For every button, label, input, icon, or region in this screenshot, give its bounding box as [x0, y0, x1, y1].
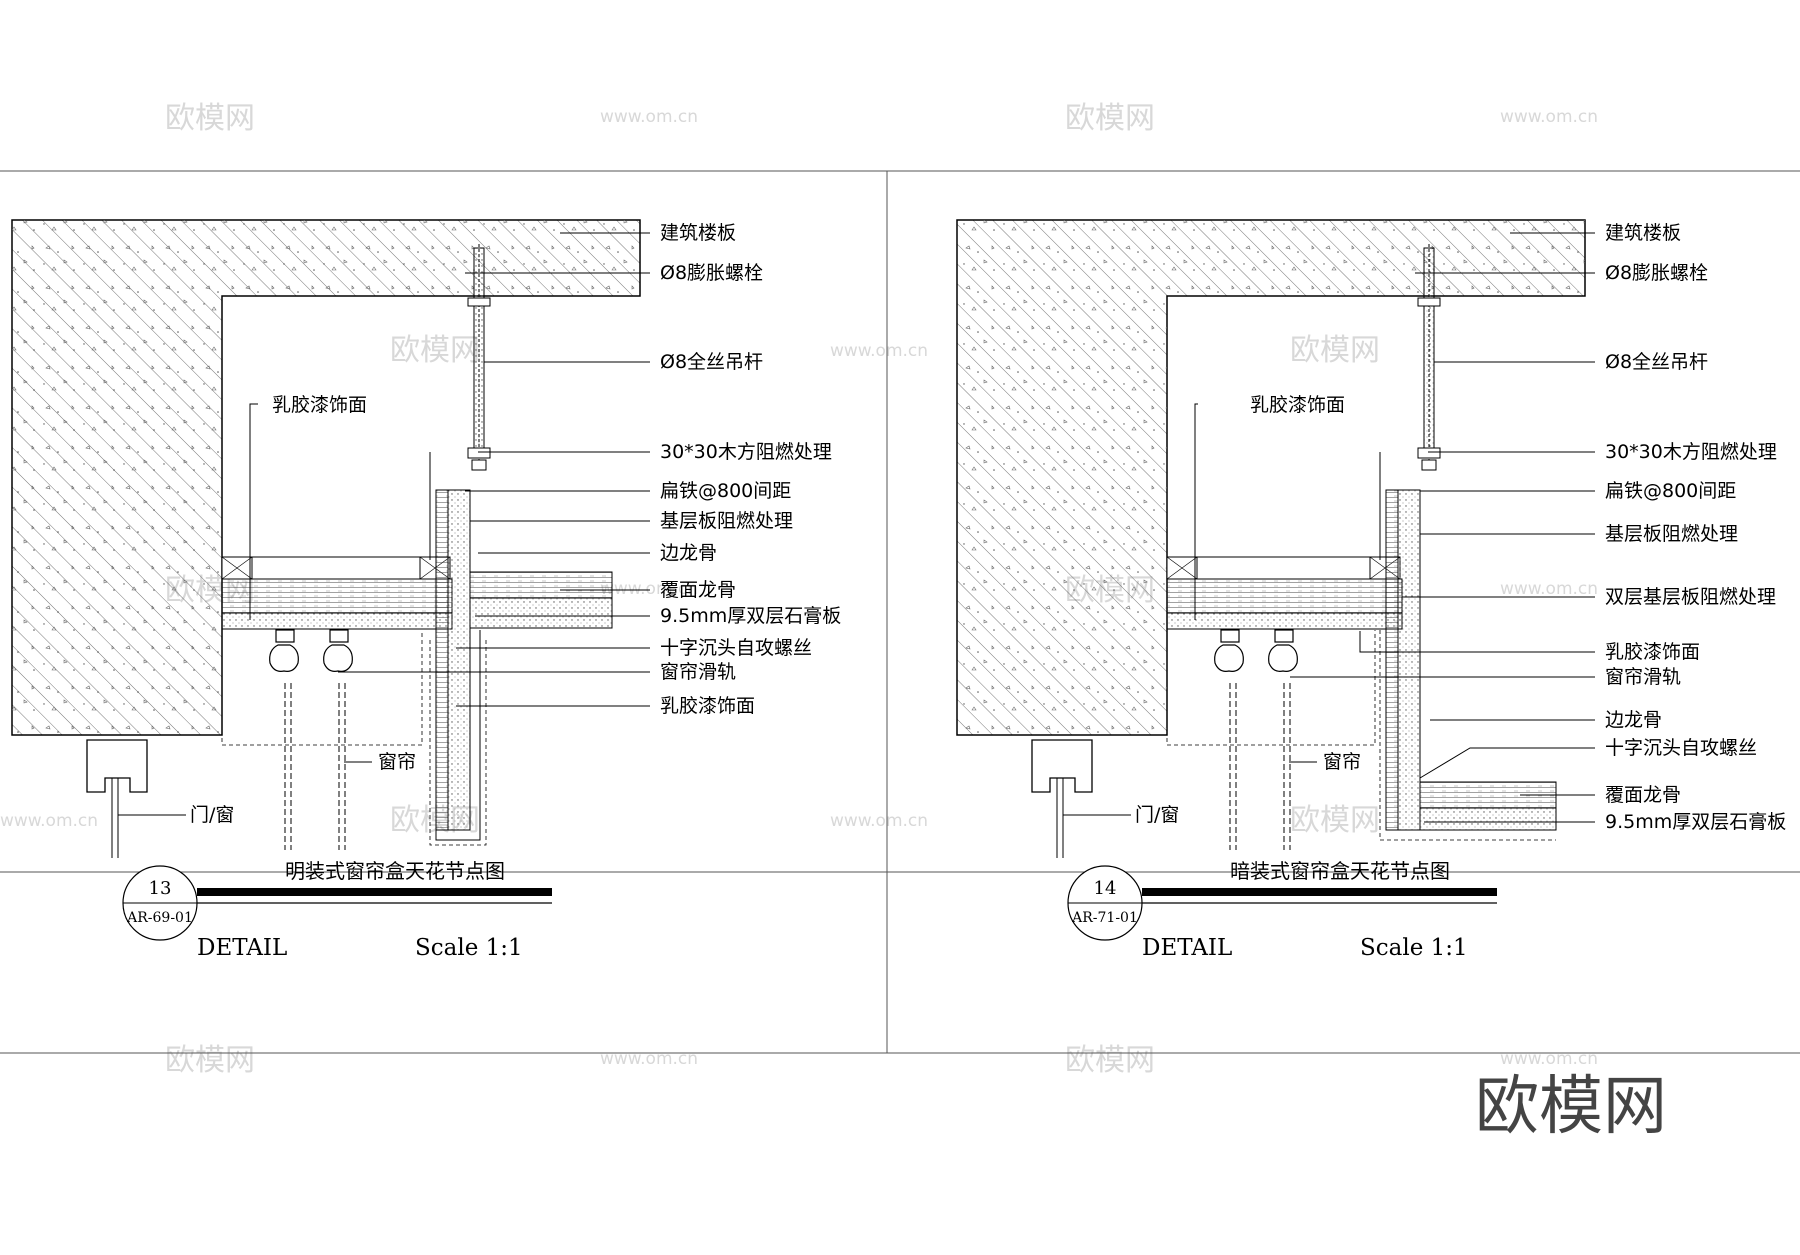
curtain-track: [1214, 629, 1298, 672]
label-gypsum-board: 9.5mm厚双层石膏板: [660, 604, 841, 627]
curtain-box-side: [1397, 489, 1421, 831]
curtain-box-side: [447, 489, 471, 831]
detail-label: DETAIL: [197, 935, 287, 961]
watermark-brand: 欧模网: [390, 333, 480, 368]
label-wood-batten: 30*30木方阻燃处理: [660, 441, 832, 463]
threaded-rod: [467, 244, 491, 471]
callouts-left: 建筑楼板 Ø8膨胀螺栓 Ø8全丝吊杆 乳胶漆饰面 30*30木方阻燃处理 扁铁@…: [190, 222, 841, 826]
watermark-site: www.om.cn: [830, 341, 928, 361]
watermark-brand: 欧模网: [1065, 101, 1155, 136]
label-curtain: 窗帘: [1323, 751, 1361, 773]
brand-logo: 欧模网: [1475, 1070, 1667, 1144]
label-cover-keel: 覆面龙骨: [1605, 784, 1681, 806]
watermark-site: www.om.cn: [600, 579, 698, 599]
watermark-site: www.om.cn: [1500, 107, 1598, 127]
watermark-site: www.om.cn: [600, 107, 698, 127]
label-flat-iron: 扁铁@800间距: [660, 480, 791, 502]
label-expansion-bolt: Ø8膨胀螺栓: [660, 262, 763, 284]
curtain-lines: [284, 683, 346, 850]
label-edge-keel: 边龙骨: [1605, 709, 1662, 731]
label-double-base-board: 双层基层板阻燃处理: [1605, 586, 1776, 608]
gypsum-layer: [221, 612, 453, 630]
label-floor-slab: 建筑楼板: [660, 222, 736, 244]
label-base-board: 基层板阻燃处理: [660, 510, 793, 532]
title-block-right: 14 AR-71-01 暗装式窗帘盒天花节点图 DETAIL Scale 1:1: [1067, 859, 1497, 961]
sheet-reference: AR-71-01: [1071, 910, 1138, 926]
callouts-right: 建筑楼板 Ø8膨胀螺栓 Ø8全丝吊杆 乳胶漆饰面 30*30木方阻燃处理 扁铁@…: [1135, 222, 1786, 833]
watermarks-site: www.om.cn www.om.cn www.om.cn www.om.cn …: [0, 107, 1598, 1069]
label-edge-keel: 边龙骨: [660, 542, 717, 564]
label-latex-paint: 乳胶漆饰面: [1250, 394, 1345, 416]
leaders-right: [1063, 232, 1595, 823]
base-board-layer: [1166, 578, 1403, 614]
detail-number: 13: [149, 878, 172, 899]
watermark-site: www.om.cn: [1500, 579, 1598, 599]
curtain-lines: [1229, 683, 1291, 850]
label-floor-slab: 建筑楼板: [1605, 222, 1681, 244]
label-base-board: 基层板阻燃处理: [1605, 523, 1738, 545]
scale-label: Scale 1:1: [415, 935, 523, 961]
panel-left: 建筑楼板 Ø8膨胀螺栓 Ø8全丝吊杆 乳胶漆饰面 30*30木方阻燃处理 扁铁@…: [11, 219, 841, 961]
watermark-brand: 欧模网: [1290, 803, 1380, 838]
label-curtain-track: 窗帘滑轨: [660, 661, 736, 683]
label-curtain-track: 窗帘滑轨: [1605, 666, 1681, 688]
label-screw: 十字沉头自攻螺丝: [1605, 737, 1757, 759]
watermark-brand: 欧模网: [1290, 333, 1380, 368]
label-gypsum-board: 9.5mm厚双层石膏板: [1605, 810, 1786, 833]
label-threaded-rod: Ø8全丝吊杆: [1605, 351, 1708, 373]
leaders-left: [118, 232, 650, 816]
watermark-brand: 欧模网: [165, 101, 255, 136]
curtain-track: [269, 629, 353, 672]
label-wood-batten: 30*30木方阻燃处理: [1605, 441, 1777, 463]
sheet-reference: AR-69-01: [126, 910, 193, 926]
title-block-left: 13 AR-69-01 明装式窗帘盒天花节点图 DETAIL Scale 1:1: [122, 859, 552, 961]
watermark-site: www.om.cn: [1500, 1049, 1598, 1069]
detail-label: DETAIL: [1142, 935, 1232, 961]
sheet-frame: [0, 170, 1800, 1054]
label-flat-iron: 扁铁@800间距: [1605, 480, 1736, 502]
watermark-brand: 欧模网: [165, 1043, 255, 1078]
label-door-window: 门/窗: [1135, 804, 1179, 826]
detail-title: 暗装式窗帘盒天花节点图: [1230, 859, 1450, 883]
watermark-site: www.om.cn: [600, 1049, 698, 1069]
label-latex-paint: 乳胶漆饰面: [272, 394, 367, 416]
label-cover-keel: 覆面龙骨: [660, 579, 736, 601]
label-curtain: 窗帘: [378, 751, 416, 773]
watermark-site: www.om.cn: [0, 811, 98, 831]
detail-number: 14: [1094, 878, 1117, 899]
watermark-brand: 欧模网: [1065, 1043, 1155, 1078]
watermark-site: www.om.cn: [830, 811, 928, 831]
gypsum-layer: [1166, 612, 1403, 630]
panel-right: 建筑楼板 Ø8膨胀螺栓 Ø8全丝吊杆 乳胶漆饰面 30*30木方阻燃处理 扁铁@…: [956, 219, 1786, 961]
door-window-frame: [1031, 739, 1093, 793]
base-board-layer: [221, 578, 453, 614]
label-threaded-rod: Ø8全丝吊杆: [660, 351, 763, 373]
label-door-window: 门/窗: [190, 804, 234, 826]
detail-title: 明装式窗帘盒天花节点图: [285, 859, 505, 883]
label-latex-paint-bottom: 乳胶漆饰面: [660, 695, 755, 717]
label-latex-paint-mid: 乳胶漆饰面: [1605, 641, 1700, 663]
label-expansion-bolt: Ø8膨胀螺栓: [1605, 262, 1708, 284]
door-window-frame: [86, 739, 148, 793]
threaded-rod: [1417, 244, 1441, 471]
scale-label: Scale 1:1: [1360, 935, 1468, 961]
label-screw: 十字沉头自攻螺丝: [660, 637, 812, 659]
